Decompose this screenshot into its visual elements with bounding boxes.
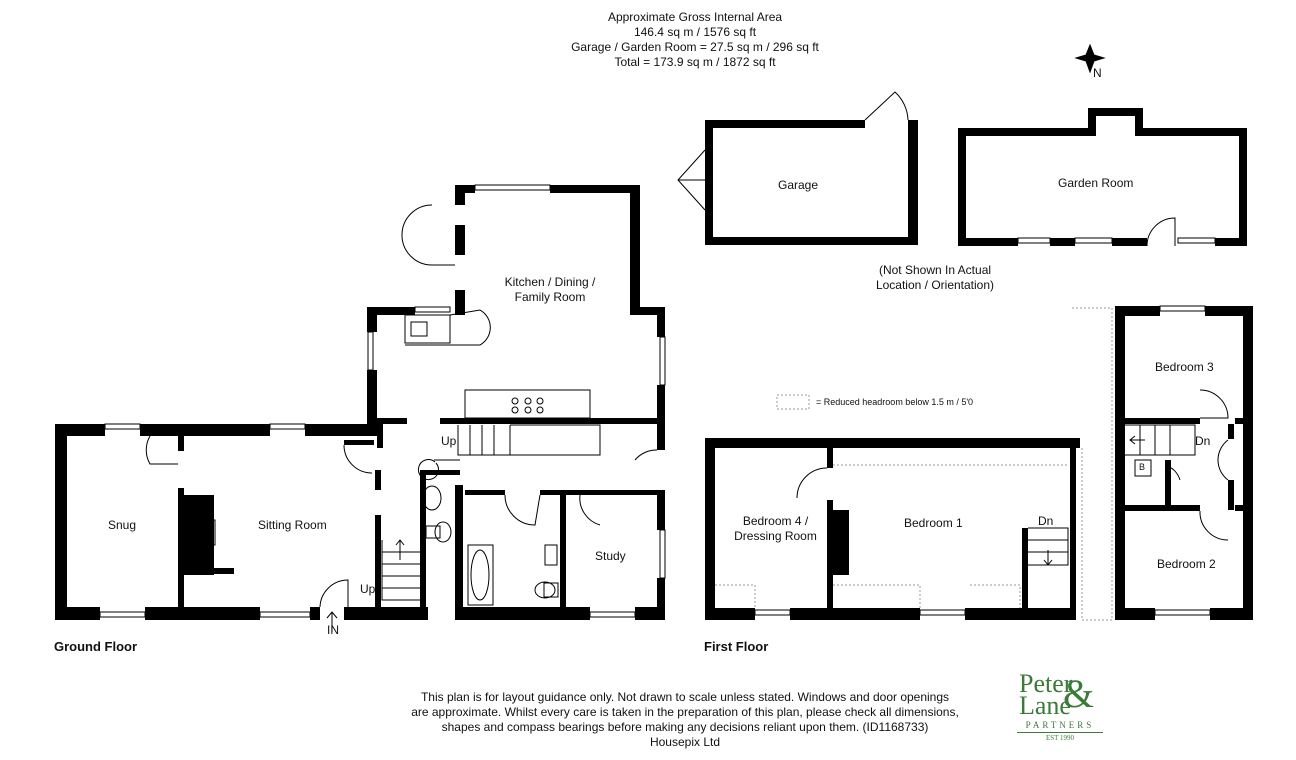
window: [659, 336, 666, 386]
stairs-up-label-kitchen: Up: [441, 434, 457, 448]
logo-word-peter: Peter: [1019, 669, 1073, 698]
door-swing: [1217, 439, 1229, 481]
logo-est: EST 1990: [1017, 732, 1103, 742]
door-swing: [504, 494, 541, 526]
window: [269, 423, 306, 430]
window: [1244, 439, 1251, 481]
window: [1159, 305, 1206, 312]
reduced-headroom-areas: [715, 307, 1113, 621]
window: [367, 331, 374, 371]
stairs-down-label-landing: Dn: [1195, 434, 1211, 448]
disclaimer-line4: Housepix Ltd: [649, 735, 721, 749]
headroom-legend-text: = Reduced headroom below 1.5 m / 5'0: [816, 397, 974, 407]
disclaimer-line3: shapes and compass bearings before makin…: [441, 720, 929, 734]
room-label-study: Study: [595, 549, 626, 563]
door-swing: [634, 449, 658, 461]
door-swing: [145, 435, 178, 465]
window: [99, 611, 146, 618]
logo-word-lane: Lane: [1019, 691, 1071, 720]
window: [259, 611, 311, 618]
door-swing: [864, 91, 909, 121]
window: [589, 611, 636, 618]
not-shown-line2: Location / Orientation): [875, 278, 995, 292]
not-shown-note: (Not Shown In Actual Location / Orientat…: [870, 263, 1000, 293]
kitchen-line2: Family Room: [514, 290, 586, 304]
ground-floor-title: Ground Floor: [54, 639, 138, 654]
stairs-down-label-bedroom1: Dn: [1038, 514, 1054, 528]
door-swing: [1199, 389, 1229, 419]
room-label-bedroom4: Bedroom 4 / Dressing Room: [733, 514, 818, 544]
window: [1177, 237, 1216, 244]
area-main: 146.4 sq m / 1576 sq ft: [633, 25, 757, 39]
walls: [55, 108, 1253, 620]
logo-partners: PARTNERS: [1025, 720, 1095, 730]
fixtures: [99, 43, 1251, 618]
area-total: Total = 173.9 sq m / 1872 sq ft: [614, 55, 776, 69]
window: [754, 609, 791, 616]
room-label-bedroom3: Bedroom 3: [1155, 360, 1214, 374]
compass-icon: [1074, 43, 1106, 74]
room-label-kitchen: Kitchen / Dining / Family Room: [490, 275, 610, 305]
window: [474, 184, 551, 191]
room-label-snug: Snug: [108, 518, 137, 532]
area-heading: Approximate Gross Internal Area: [607, 10, 783, 24]
disclaimer: This plan is for layout guidance only. N…: [405, 690, 965, 750]
door-swing: [579, 494, 601, 526]
entrance-arrow-icon: [326, 611, 338, 632]
kitchen-line1: Kitchen / Dining /: [504, 275, 596, 289]
area-summary: Approximate Gross Internal Area 146.4 sq…: [560, 10, 830, 70]
door-swing: [677, 149, 706, 211]
area-garage: Garage / Garden Room = 27.5 sq m / 296 s…: [571, 40, 819, 54]
room-label-bedroom1: Bedroom 1: [904, 516, 963, 530]
door-swing: [1146, 217, 1176, 247]
door-swing: [1164, 464, 1181, 481]
window: [919, 609, 966, 616]
room-label-bedroom2: Bedroom 2: [1157, 557, 1216, 571]
door-swing: [343, 444, 373, 474]
door-swing: [1199, 510, 1229, 541]
room-label-garage: Garage: [778, 178, 819, 192]
not-shown-line1: (Not Shown In Actual: [878, 263, 992, 277]
window: [1017, 237, 1051, 244]
window: [659, 529, 666, 579]
logo-ampersand: &: [1063, 671, 1095, 716]
window: [1074, 237, 1113, 244]
entrance-label: IN: [327, 623, 339, 637]
bedroom4-line2: Dressing Room: [734, 529, 817, 543]
door-swing: [401, 204, 455, 266]
bedroom4-line1: Bedroom 4 /: [742, 514, 809, 528]
window: [104, 423, 141, 430]
first-floor-title: First Floor: [704, 639, 769, 654]
door-swing: [796, 467, 828, 499]
boiler-label: B: [1139, 462, 1146, 472]
door-swing: [319, 579, 349, 608]
stairs-up-label-hall: Up: [360, 582, 376, 596]
room-label-garden-room: Garden Room: [1058, 176, 1134, 190]
window: [414, 306, 451, 313]
window: [1154, 609, 1211, 616]
disclaimer-line1: This plan is for layout guidance only. N…: [420, 690, 950, 704]
room-label-sitting-room: Sitting Room: [258, 518, 327, 532]
agency-logo: Peter Lane & PARTNERS EST 1990: [1015, 669, 1105, 742]
disclaimer-line2: are approximate. Whilst every care is ta…: [411, 705, 959, 719]
compass-north-label: N: [1093, 66, 1102, 80]
